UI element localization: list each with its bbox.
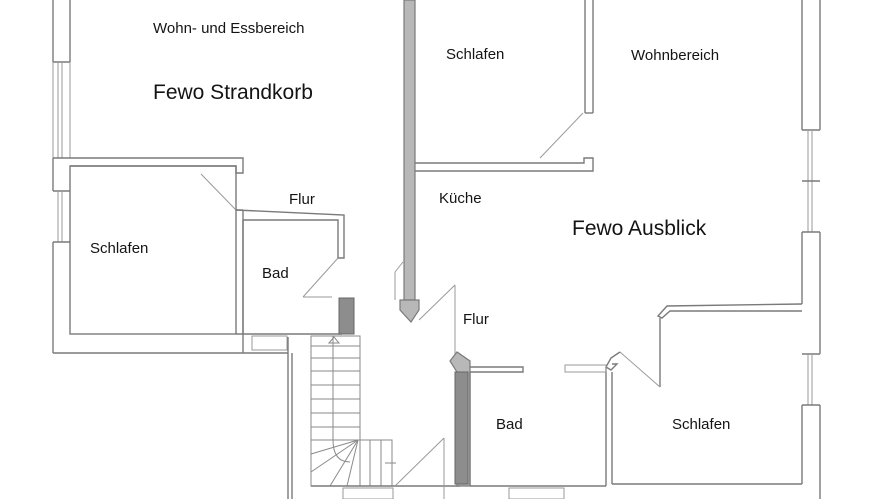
flur-central xyxy=(394,437,445,499)
room-bad-left xyxy=(235,209,355,353)
label-kueche: Küche xyxy=(439,190,482,207)
staircase xyxy=(287,335,460,500)
label-schlafen-right: Schlafen xyxy=(672,416,731,433)
label-fewo-ausblick: Fewo Ausblick xyxy=(572,217,707,240)
label-wohn-essbereich: Wohn- und Essbereich xyxy=(153,20,305,37)
label-flur-left: Flur xyxy=(289,191,315,208)
right-exterior-wall xyxy=(801,0,821,499)
central-wall xyxy=(394,0,456,355)
label-schlafen-left: Schlafen xyxy=(90,240,149,257)
label-schlafen-top: Schlafen xyxy=(446,46,505,63)
label-flur-center: Flur xyxy=(463,311,489,328)
label-wohnbereich: Wohnbereich xyxy=(631,47,720,64)
label-bad-right: Bad xyxy=(496,416,523,433)
room-schlafen-right xyxy=(564,303,803,486)
room-bad-right xyxy=(449,351,606,500)
left-exterior-wall xyxy=(52,0,288,354)
label-fewo-strandkorb: Fewo Strandkorb xyxy=(153,81,313,104)
room-schlafen-top xyxy=(415,0,594,172)
label-bad-left: Bad xyxy=(262,265,289,282)
